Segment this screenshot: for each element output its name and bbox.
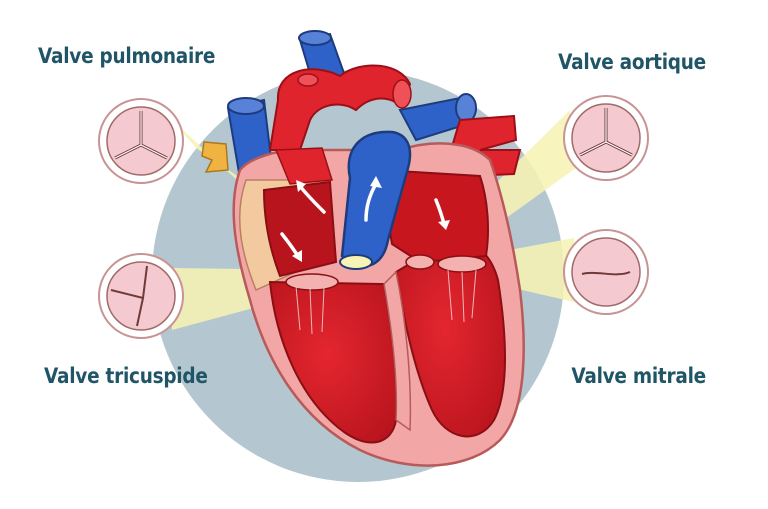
aorta xyxy=(268,64,412,151)
arrowhead-3 xyxy=(438,220,450,230)
arrowhead-4 xyxy=(292,250,302,262)
septum xyxy=(383,270,412,432)
mitral-valve-icon xyxy=(563,229,649,315)
aorta-branch-2 xyxy=(392,79,412,109)
pulmonary-trunk-opening xyxy=(298,30,332,46)
right-atrium-chamber xyxy=(262,180,338,278)
aortic-valve-in-heart xyxy=(405,254,435,270)
arrow-heads xyxy=(292,176,450,262)
label-aortic-valve: Valve aortique xyxy=(558,50,706,74)
label-pulmonary-valve: Valve pulmonaire xyxy=(38,44,216,68)
chordae-tendineae xyxy=(295,269,477,335)
pulmonary-trunk-rim xyxy=(339,254,373,270)
aortic-root xyxy=(274,147,333,185)
aortic-valve-icon xyxy=(563,95,649,181)
pulmonary-artery-opening xyxy=(455,93,477,123)
pulmonary-valve-icon xyxy=(98,98,184,184)
tricuspid-valve-in-heart xyxy=(285,273,339,291)
vena-cava-opening xyxy=(227,97,265,115)
label-tricuspid-valve: Valve tricuspide xyxy=(44,364,208,388)
left-ventricle xyxy=(394,238,506,438)
aorta-branch-1 xyxy=(297,73,319,87)
mitral-valve-in-heart xyxy=(437,255,487,273)
small-vein-left xyxy=(201,141,229,173)
arrowhead-1 xyxy=(296,180,306,192)
arrowhead-2 xyxy=(370,176,382,188)
tricuspid-valve-icon xyxy=(98,253,184,339)
label-mitral-valve: Valve mitrale xyxy=(571,364,706,388)
